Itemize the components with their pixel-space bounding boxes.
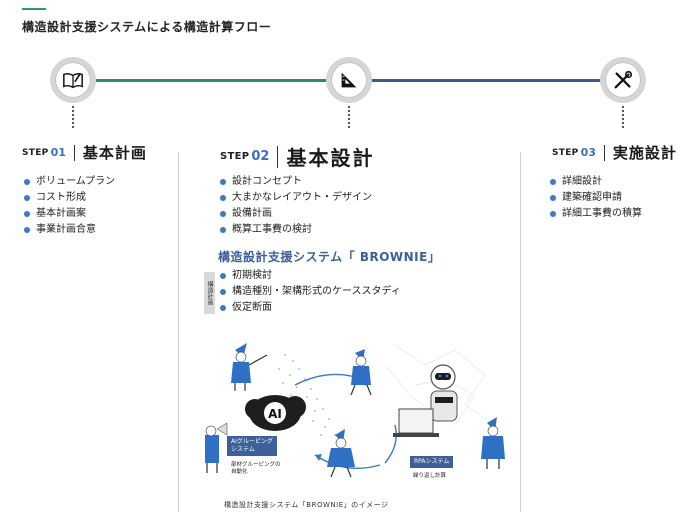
list-item: 事業計画合意 [24,222,115,238]
step3-divider [603,144,605,161]
list-item: 設備計画 [220,206,372,222]
list-item: 初期検討 [220,268,401,284]
step2-circle [326,57,372,103]
step2-dotted-connector [348,106,350,128]
step3-word: STEP [552,147,579,158]
list-item: 仮定断面 [220,300,401,316]
laptop-icon [393,408,439,437]
column-divider-right [520,152,521,512]
flow-connector-2-3 [370,79,602,82]
ruler-triangle-icon [341,72,357,88]
ai-label: AI [268,407,282,421]
step2-list: 設計コンセプト 大まかなレイアウト・デザイン 設備計画 概算工事費の検討 [220,174,372,238]
list-item: 大まかなレイアウト・デザイン [220,190,372,206]
step1-list: ボリュームプラン コスト形成 基本計画案 事業計画合意 [24,174,115,238]
book-pencil-icon [63,73,83,89]
step1-word: STEP [22,147,49,158]
list-item: 概算工事費の検討 [220,222,372,238]
network-dots [278,354,336,436]
figure-pointing [231,343,268,391]
column-divider-left [178,152,179,512]
list-item: 詳細設計 [550,174,642,190]
flow-connector-1-2 [96,79,330,82]
figure-megaphone [205,422,228,473]
ai-grouping-box: AIグルーピング システム [227,436,277,456]
step1-number: 01 [50,146,66,159]
step1-divider [73,144,75,161]
step1-heading: STEP 01 基本計画 [22,142,147,163]
brownie-illustration: AI [205,343,505,478]
figure-standing-right [481,417,505,469]
step2-heading: STEP 02 基本設計 [220,142,374,171]
step2-title: 基本設計 [286,146,375,170]
step3-list: 詳細設計 建築確認申請 詳細工事費の積算 [550,174,642,222]
rpa-system-note: 繰り返し計算 [413,473,447,479]
list-item: コスト形成 [24,190,115,206]
step1-dotted-connector [72,106,74,128]
structure-plan-tag: 構造計画 [204,272,215,314]
step1-title: 基本計画 [82,144,147,162]
list-item: 基本計画案 [24,206,115,222]
figure-running [327,429,355,478]
step3-heading: STEP 03 実施設計 [552,142,677,163]
flow-arrow-bottom [314,454,381,470]
ai-brain-cloud [245,395,306,431]
step3-dotted-connector [622,106,624,128]
ai-grouping-note: 部材グルーピングの 自動化 [231,462,281,475]
robot-figure [430,364,458,422]
step3-circle [600,57,646,103]
step2-word: STEP [220,151,250,162]
list-item: 建築確認申請 [550,190,642,206]
illustration-caption: 構造設計支援システム「BROWNIE」のイメージ [224,501,389,509]
title-accent-bar [22,8,46,10]
brownie-list: 初期検討 構造種別・架構形式のケーススタディ 仮定断面 [220,268,401,316]
network-lines [384,344,496,426]
page-title: 構造設計支援システムによる構造計算フロー [22,20,272,34]
list-item: 設計コンセプト [220,174,372,190]
flow-arrow-right [384,424,397,464]
step2-divider [277,145,279,168]
step3-title: 実施設計 [612,144,677,162]
step3-number: 03 [580,146,596,159]
brownie-title: 構造設計支援システム「 BROWNIE」 [218,250,441,264]
figure-walking [350,349,372,396]
step1-circle [50,57,96,103]
list-item: ボリュームプラン [24,174,115,190]
tools-icon [614,70,633,89]
rpa-system-box: RPAシステム [410,456,454,468]
list-item: 詳細工事費の積算 [550,206,642,222]
list-item: 構造種別・架構形式のケーススタディ [220,284,401,300]
step2-number: 02 [251,149,270,164]
